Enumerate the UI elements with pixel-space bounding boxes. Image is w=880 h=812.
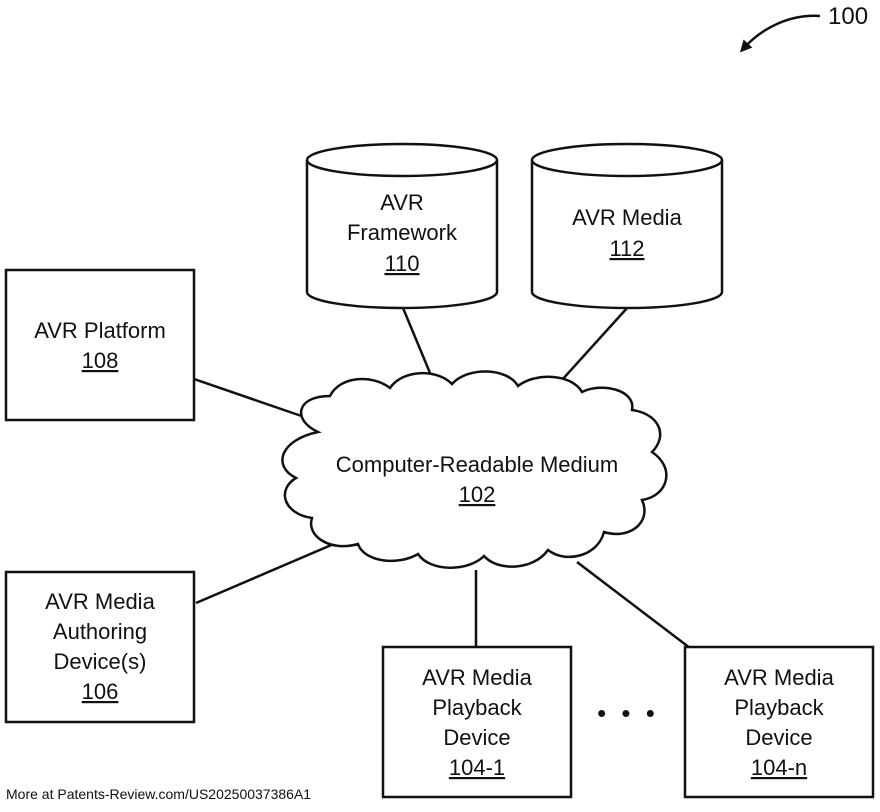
medium-name-line-1: Computer-Readable Medium: [336, 452, 618, 477]
avr-media-authoring-device-box: AVR Media Authoring Device(s) 106: [6, 572, 194, 722]
avr-platform-box: AVR Platform 108: [6, 270, 194, 420]
framework-name-line-2: Framework: [347, 220, 458, 245]
authoring-ref: 106: [82, 679, 119, 704]
platform-name-line-1: AVR Platform: [34, 318, 166, 343]
computer-readable-medium-cloud: Computer-Readable Medium 102: [282, 371, 666, 567]
playbackn-ref: 104-n: [751, 755, 807, 780]
connector-platform: [194, 379, 316, 421]
figure-ref-label: 100: [828, 3, 868, 30]
framework-ref: 110: [384, 251, 419, 276]
authoring-name-line-2: Authoring: [53, 619, 147, 644]
media-ref: 112: [609, 236, 644, 261]
figure-ref-arrow: [744, 16, 820, 48]
authoring-name-line-1: AVR Media: [45, 589, 155, 614]
avr-media-database: AVR Media 112: [532, 144, 722, 308]
media-name-line-1: AVR Media: [572, 205, 682, 230]
avr-media-playback-device-1-box: AVR Media Playback Device 104-1: [383, 647, 571, 797]
connector-authoring: [196, 543, 336, 603]
playback1-name-line-1: AVR Media: [422, 665, 532, 690]
avr-framework-database: AVR Framework 110: [307, 144, 497, 308]
connector-playback-n: [577, 562, 690, 648]
framework-name-line-1: AVR: [380, 190, 424, 215]
playback1-name-line-3: Device: [443, 725, 510, 750]
playback1-name-line-2: Playback: [432, 695, 522, 720]
ellipsis: • • •: [597, 698, 659, 728]
avr-media-playback-device-n-box: AVR Media Playback Device 104-n: [685, 647, 873, 797]
medium-ref: 102: [459, 482, 496, 507]
platform-ref: 108: [82, 348, 119, 373]
playbackn-name-line-2: Playback: [734, 695, 824, 720]
playbackn-name-line-3: Device: [745, 725, 812, 750]
authoring-name-line-3: Device(s): [54, 649, 147, 674]
playbackn-name-line-1: AVR Media: [724, 665, 834, 690]
source-footer: More at Patents-Review.com/US20250037386…: [6, 786, 311, 802]
playback1-ref: 104-1: [449, 755, 505, 780]
